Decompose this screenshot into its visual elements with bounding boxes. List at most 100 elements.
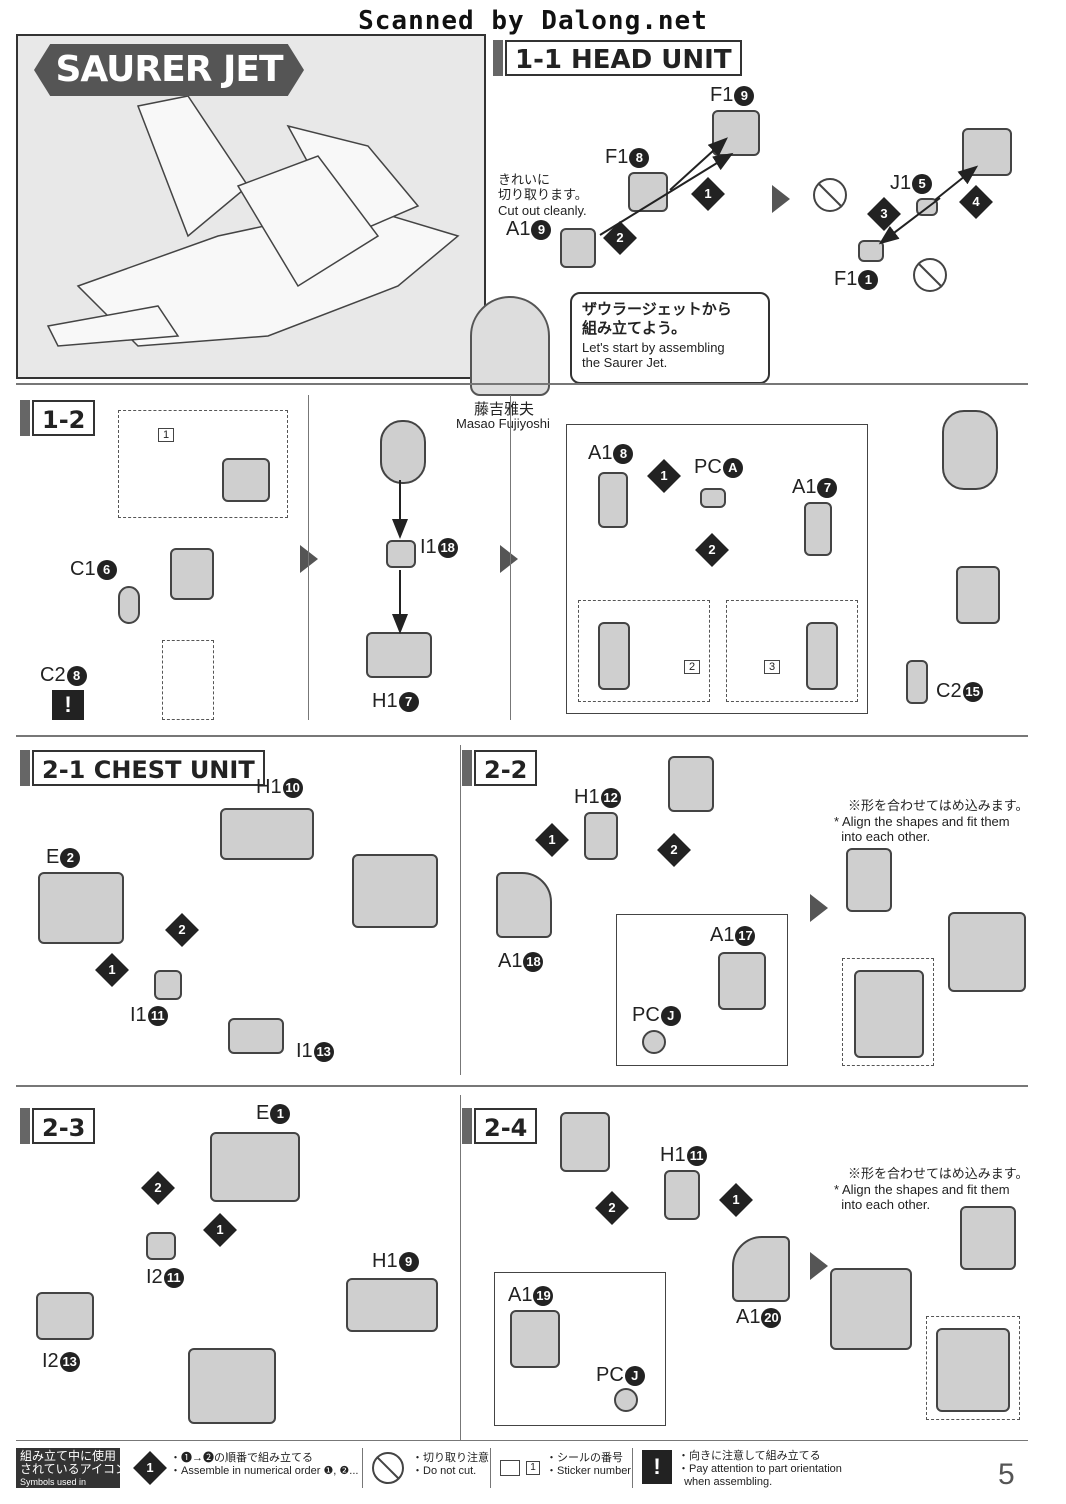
part-shape-pc-j <box>642 1030 666 1054</box>
character-avatar <box>470 296 550 396</box>
speech-bubble: ザウラージェットから 組み立てよう。 Let's start by assemb… <box>570 292 770 384</box>
section-divider <box>308 395 309 720</box>
part-number: 11 <box>686 1145 707 1166</box>
align-note-en-2: * Align the shapes and fit them into eac… <box>834 1182 1010 1212</box>
legend-sticker-en: ・Sticker number <box>546 1465 631 1477</box>
align-note-en: * Align the shapes and fit them into eac… <box>834 814 1010 844</box>
part-shape-a1-8-sticker <box>598 622 630 690</box>
part-shape-e-2 <box>38 872 124 944</box>
part-shape-half-chest <box>668 756 714 812</box>
part-shape-i1-18 <box>386 540 416 568</box>
part-code: I2 <box>146 1266 163 1288</box>
part-code: A1 <box>792 476 817 498</box>
align-note-jp-2: ※形を合わせてはめ込みます。 <box>848 1166 1029 1181</box>
next-arrow <box>772 185 790 213</box>
part-number: 1 <box>858 269 879 290</box>
order-step-2: 2 <box>603 221 637 255</box>
order-step-2: 2 <box>165 913 199 947</box>
saurer-jet-illustration <box>46 95 460 347</box>
align-note-jp: ※形を合わせてはめ込みます。 <box>848 798 1029 813</box>
section-divider <box>16 383 1028 385</box>
part-number: 7 <box>398 691 419 712</box>
legend-orient-jp: ・向きに注意して組み立てる <box>678 1450 821 1462</box>
part-number: 7 <box>817 477 838 498</box>
part-shape-e-1 <box>210 1132 300 1202</box>
part-number: 18 <box>437 537 458 558</box>
next-arrow <box>810 894 828 922</box>
part-number: 8 <box>66 665 87 686</box>
footer-divider <box>362 1448 363 1488</box>
part-shape-half-chest-2 <box>560 1112 610 1172</box>
part-detail-box <box>162 640 214 720</box>
part-shape-i1-13 <box>228 1018 284 1054</box>
part-number: 5 <box>912 173 933 194</box>
part-code: PC <box>694 456 722 478</box>
order-step-4: 4 <box>959 185 993 219</box>
scan-banner: Scanned by Dalong.net <box>358 6 708 36</box>
character-name-en: Masao Fujiyoshi <box>456 416 550 431</box>
section-divider <box>460 1095 461 1440</box>
order-step-1: 1 <box>95 953 129 987</box>
part-code: A1 <box>506 218 531 240</box>
orientation-warning-icon: ! <box>52 690 84 720</box>
part-code: F1 <box>710 84 734 106</box>
part-number: 13 <box>59 1351 80 1372</box>
part-code: A1 <box>508 1284 533 1306</box>
legend-order: ・❶→❷の順番で組み立てる ・Assemble in numerical ord… <box>170 1452 358 1478</box>
part-shape-neck <box>956 566 1000 624</box>
part-code: A1 <box>588 442 613 464</box>
section-divider <box>510 395 511 720</box>
step-1-2-arrows <box>392 480 408 634</box>
part-shape-a1-20 <box>732 1236 790 1302</box>
part-shape-f1-1 <box>858 240 884 262</box>
part-shape-a1-18 <box>496 872 552 938</box>
order-step-1: 1 <box>647 459 681 493</box>
section-divider <box>16 735 1028 737</box>
part-number: 1 <box>270 1103 291 1124</box>
detail-box <box>494 1272 666 1426</box>
part-number: 10 <box>282 777 303 798</box>
part-shape-h1-11 <box>664 1170 700 1220</box>
detail-box <box>842 958 934 1066</box>
part-shape-i1-11 <box>154 970 182 1000</box>
order-step-1: 1 <box>691 177 725 211</box>
part-shape-a1-17 <box>718 952 766 1010</box>
part-number: 15 <box>962 681 983 702</box>
legend-label: 組み立て中に使用 されているアイコン Symbols used in instr… <box>16 1448 128 1500</box>
part-shape-c1-6 <box>118 586 140 624</box>
part-shape-h1-12 <box>584 812 618 860</box>
part-number: 20 <box>761 1307 782 1328</box>
part-shape-chest-assy-2 <box>188 1348 276 1424</box>
order-step-1: 1 <box>719 1183 753 1217</box>
legend-orientation: ・向きに注意して組み立てる ・Pay attention to part ori… <box>678 1450 842 1489</box>
part-number: 17 <box>735 925 756 946</box>
part-code: H1 <box>660 1144 686 1166</box>
step-2-2-title: 2-2 <box>461 750 538 786</box>
detail-box <box>616 914 788 1066</box>
legend-jp: 組み立て中に使用 されているアイコン <box>20 1449 128 1476</box>
part-number: J <box>660 1005 681 1026</box>
part-shape-arm-joint <box>846 848 892 912</box>
part-code: I2 <box>42 1350 59 1372</box>
part-shape-h1-9 <box>346 1278 438 1332</box>
part-shape-i2-11 <box>146 1232 176 1260</box>
part-code: H1 <box>574 786 600 808</box>
order-step-3: 3 <box>867 197 901 231</box>
part-number: 2 <box>60 847 81 868</box>
detail-box <box>926 1316 1020 1420</box>
footer-divider <box>490 1448 491 1488</box>
part-shape-pc-j-2 <box>614 1388 638 1412</box>
part-shape-a1-7 <box>804 502 832 556</box>
legend-cut-jp: ・切り取り注意 <box>412 1452 489 1464</box>
part-shape-head-assy <box>170 548 214 600</box>
